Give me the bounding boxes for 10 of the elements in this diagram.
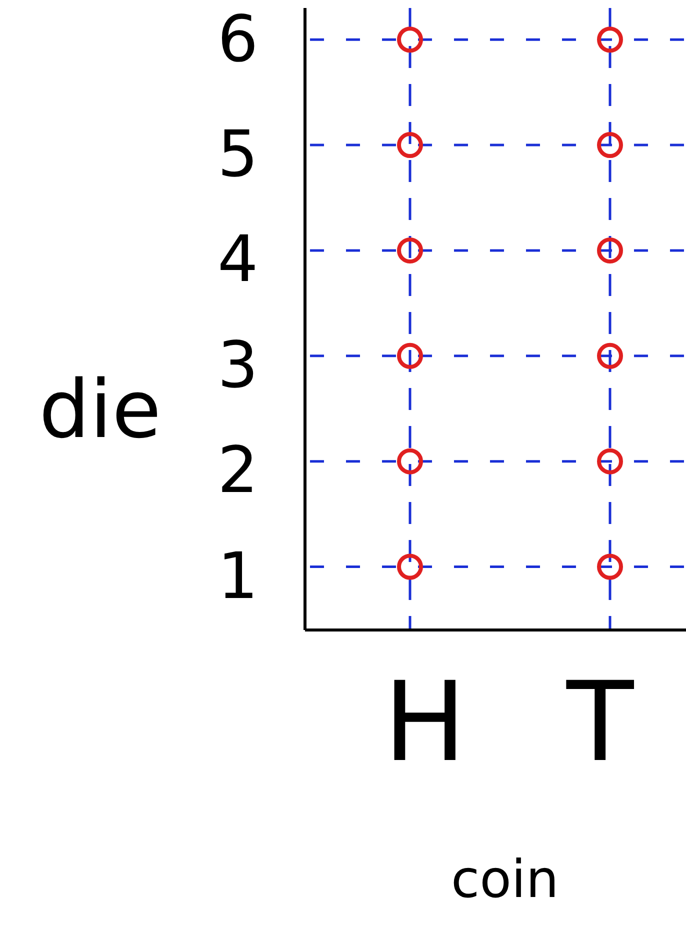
tick-label: 4 (218, 228, 258, 292)
tick-label: T (566, 667, 634, 777)
tick-label: 3 (218, 334, 258, 398)
axis-title: die (39, 370, 162, 450)
tick-label: 2 (218, 439, 258, 504)
tick-label: 1 (218, 544, 258, 609)
tick-label: 5 (218, 123, 258, 188)
tick-label: 6 (218, 8, 258, 72)
axis-title: coin (451, 854, 559, 906)
tick-label: H (384, 667, 466, 777)
